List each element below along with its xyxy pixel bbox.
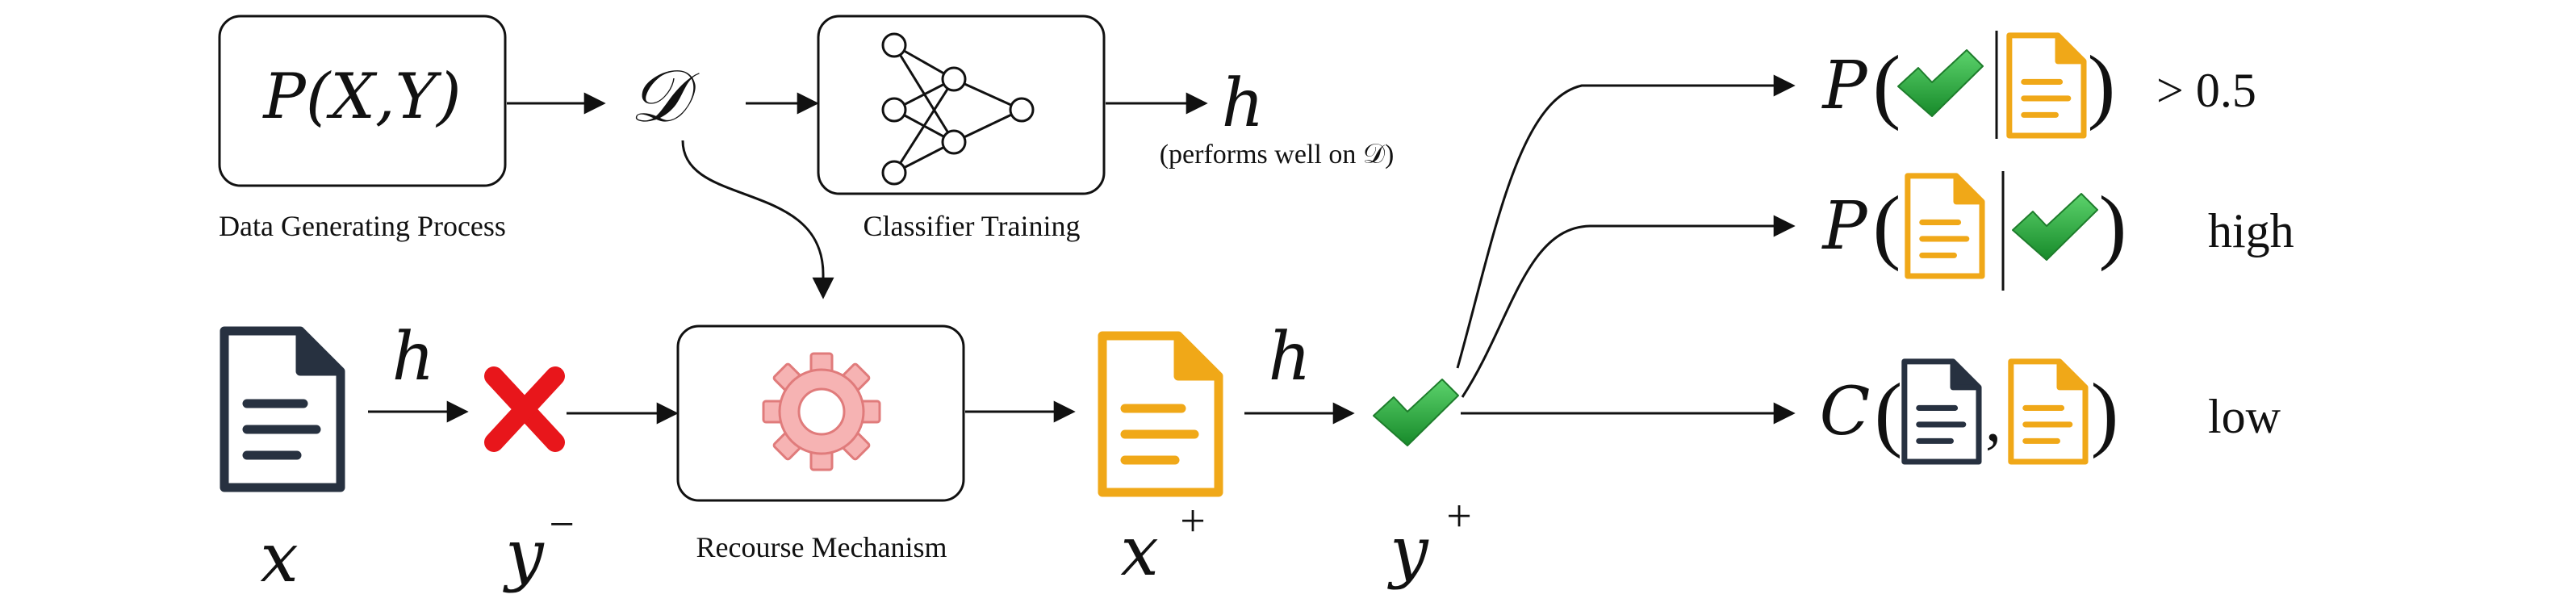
recourse-mechanism-caption: Recourse Mechanism (696, 531, 947, 563)
data-generating-process-caption: Data Generating Process (219, 210, 506, 242)
condition-2-open-paren: ( (1873, 179, 1901, 272)
condition-1-prefix: P (1821, 48, 1868, 124)
condition-cost: C ( , ) low (1820, 362, 2281, 462)
gear-icon (762, 352, 881, 471)
document-icon (2009, 36, 2084, 136)
condition-3-open-paren: ( (1875, 366, 1903, 459)
arrow-dataset-to-recourse (681, 140, 834, 299)
condition-3-level: low (2208, 390, 2281, 443)
document-icon (224, 331, 341, 488)
positive-outcome-sup: + (1446, 492, 1472, 542)
condition-2-level: high (2208, 204, 2294, 257)
condition-3-prefix: C (1820, 374, 1871, 450)
condition-1-threshold: > 0.5 (2156, 64, 2256, 117)
document-icon (1905, 362, 1979, 462)
arrow-to-condition-1 (1456, 74, 1796, 369)
condition-3-close-paren: ) (2091, 366, 2119, 459)
joint-distribution-formula: P(X,Y) (261, 61, 461, 133)
cross-icon (484, 366, 565, 452)
document-icon (2011, 362, 2085, 462)
check-icon (1373, 379, 1459, 446)
condition-validity: P ( ) > 0.5 (1821, 31, 2256, 139)
condition-1-open-paren: ( (1873, 39, 1901, 132)
check-icon (2012, 193, 2098, 261)
neural-network-icon (881, 32, 1035, 186)
negative-outcome-sup: − (549, 500, 575, 550)
condition-2-close-paren: ) (2099, 179, 2127, 272)
classifier-training-caption: Classifier Training (863, 210, 1080, 242)
document-icon (1102, 336, 1219, 492)
classifier-h-label-2: h (1269, 319, 1311, 396)
document-icon (1908, 176, 1982, 276)
positive-outcome-y: y (1386, 512, 1429, 591)
classifier-h-label-1: h (392, 319, 435, 396)
performs-well-note: (performs well on 𝒟) (1160, 140, 1395, 170)
input-x-label: x (260, 518, 298, 597)
counterfactual-x: x (1120, 512, 1158, 591)
arrow-to-condition-2 (1461, 215, 1796, 398)
counterfactual-sup: + (1180, 496, 1206, 546)
condition-2-prefix: P (1821, 188, 1868, 265)
dataset-symbol: 𝒟 (629, 54, 700, 139)
data-generating-process-box: P(X,Y) (218, 15, 507, 187)
trained-classifier-h: h (1222, 65, 1265, 142)
condition-plausibility: P ( ) high (1821, 171, 2294, 291)
classifier-training-box (817, 15, 1106, 195)
check-icon (1897, 49, 1984, 117)
recourse-mechanism-box (676, 324, 965, 502)
negative-outcome-y: y (502, 515, 545, 594)
condition-3-separator: , (1985, 384, 2001, 455)
condition-1-close-paren: ) (2088, 39, 2116, 132)
